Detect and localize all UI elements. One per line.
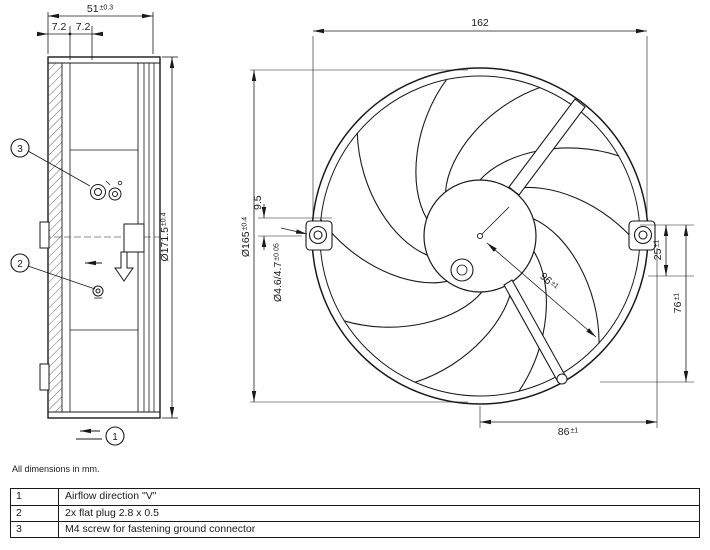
mounting-ear-left — [305, 220, 333, 251]
callout-1-label: 1 — [112, 432, 118, 443]
hub — [423, 179, 537, 293]
dim-right-offsets: 25±1 76±1 — [600, 224, 694, 383]
dim-width-162: 162 — [312, 17, 648, 218]
dim-hole-diameter-label: Ø4.6/4.7±0.05 — [272, 243, 284, 302]
dim-hole-diameter: Ø4.6/4.7±0.05 — [272, 227, 308, 302]
drawing-canvas: 51±0.3 7.2 7.2 Ø171.5±0.4 3 — [10, 3, 694, 446]
dim-depth: 51±0.3 — [47, 3, 154, 54]
dim-flange2-label: 7.2 — [76, 21, 91, 33]
legend-item-desc: M4 screw for fastening ground connector — [65, 523, 256, 535]
airflow-direction-icon — [114, 251, 134, 282]
callout-1-airflow: 1 — [76, 426, 125, 446]
callout-2: 2 — [10, 253, 96, 290]
dim-25-label: 25±1 — [652, 240, 664, 261]
dim-ear-offset: 9.5 — [252, 195, 332, 250]
dim-86: 86±1 — [479, 248, 658, 438]
legend-row-1: 1 Airflow direction "V" — [11, 489, 699, 505]
legend-item-number: 3 — [11, 522, 59, 537]
legend-item-number: 1 — [11, 489, 59, 505]
dim-flanges: 7.2 7.2 — [37, 21, 103, 60]
side-view-body — [39, 56, 164, 419]
dim-flange1-label: 7.2 — [52, 21, 67, 33]
dim-ear-offset-label: 9.5 — [252, 195, 264, 210]
legend-table: 1 Airflow direction "V" 2 2x flat plug 2… — [10, 488, 700, 538]
motor-strut — [508, 98, 586, 196]
dim-ring-diameter: Ø165±0.4 — [240, 69, 468, 403]
callout-3-label: 3 — [17, 144, 23, 155]
units-note: All dimensions in mm. — [12, 464, 100, 474]
flat-plugs — [90, 180, 123, 201]
legend-item-desc: Airflow direction "V" — [65, 490, 157, 502]
dim-86-label: 86±1 — [558, 426, 579, 438]
dim-width-162-label: 162 — [471, 17, 489, 29]
dim-76-label: 76±1 — [672, 293, 684, 314]
dim-strut-length: 96±1 — [486, 242, 597, 338]
side-view: 51±0.3 7.2 7.2 Ø171.5±0.4 3 — [10, 3, 178, 446]
mounting-ear-right — [628, 220, 656, 251]
callout-2-label: 2 — [17, 259, 23, 270]
front-view: 162 Ø165±0.4 9.5 Ø4.6/4.7±0.05 96±1 — [240, 17, 694, 438]
legend-row-2: 2 2x flat plug 2.8 x 0.5 — [11, 505, 699, 521]
ground-screw — [92, 285, 104, 299]
cable-grommet — [450, 258, 474, 282]
dim-ring-diameter-label: Ø165±0.4 — [240, 217, 252, 257]
legend-item-number: 2 — [11, 506, 59, 521]
legend-row-3: 3 M4 screw for fastening ground connecto… — [11, 521, 699, 537]
callout-3: 3 — [10, 138, 91, 187]
dim-outer-diameter-label: Ø171.5±0.4 — [159, 212, 171, 261]
dim-depth-label: 51±0.3 — [87, 3, 113, 15]
dim-outer-diameter: Ø171.5±0.4 — [159, 56, 178, 419]
dim-strut-length-label: 96±1 — [537, 271, 560, 294]
legend-item-desc: 2x flat plug 2.8 x 0.5 — [65, 507, 159, 519]
